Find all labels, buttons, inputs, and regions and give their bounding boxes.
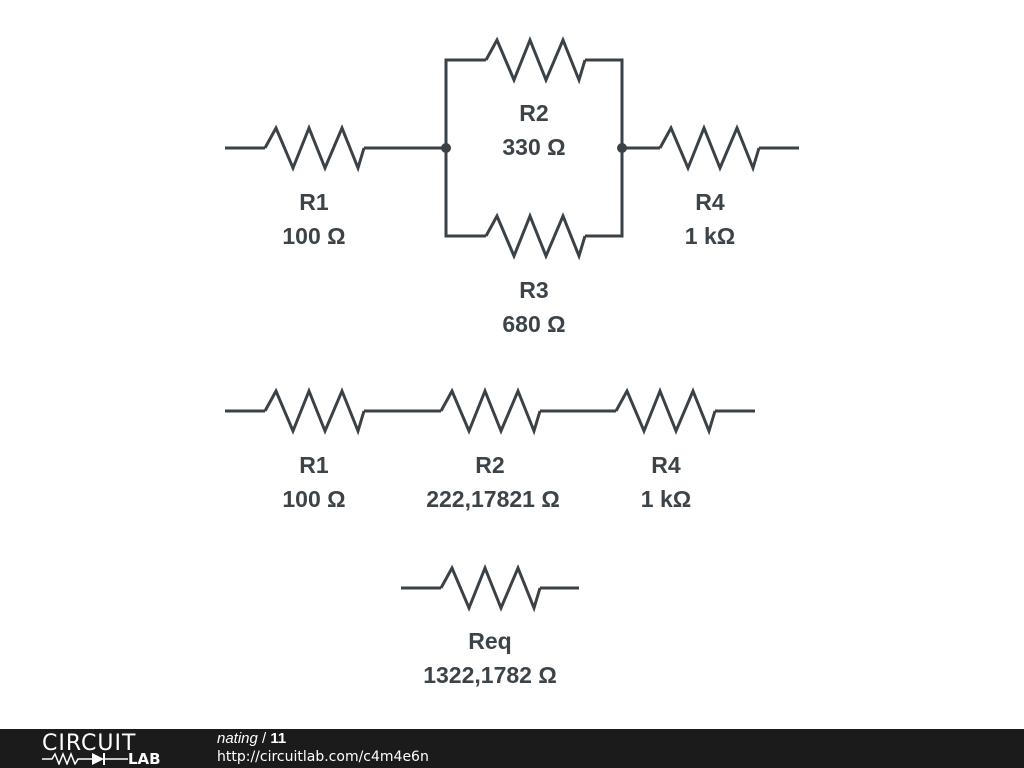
r1-name-label: R1 [299,189,329,215]
series-r2-name-label: R2 [475,452,504,478]
circuit-schematic: R1 100 Ω R2 330 Ω R3 680 Ω R4 1 kΩ R1 10… [225,35,799,688]
r3-value-label: 680 Ω [502,311,565,337]
resistor-req-symbol [439,563,542,613]
equivalent-circuit: Req 1322,1782 Ω [401,563,579,688]
original-circuit: R1 100 Ω R2 330 Ω R3 680 Ω R4 1 kΩ [225,35,799,337]
footer-bar: CIRCUIT LAB nating / 11 http://circuitla… [0,729,1024,768]
r2-name-label: R2 [519,100,548,126]
series-r4-value-label: 1 kΩ [641,486,691,512]
wire-node-a-top [444,58,486,148]
wire-node-b-bottom [585,148,624,238]
resistor-r1-series-symbol [263,386,366,436]
simplified-circuit: R1 100 Ω R2 222,17821 Ω R4 1 kΩ [225,386,755,512]
logo-wordmark: CIRCUIT [42,731,137,756]
r1-value-label: 100 Ω [282,223,345,249]
resistor-r4-symbol [658,123,761,173]
r4-name-label: R4 [695,189,725,215]
wire-node-b-top [585,58,624,148]
series-r1-name-label: R1 [299,452,329,478]
circuit-url[interactable]: http://circuitlab.com/c4m4e6n [217,749,429,765]
resistor-r2-series-symbol [439,386,542,436]
logo-resistor-diode-icon [42,751,128,765]
series-r1-value-label: 100 Ω [282,486,345,512]
r3-name-label: R3 [519,277,548,303]
series-r4-name-label: R4 [651,452,681,478]
series-r2-value-label: 222,17821 Ω [426,486,560,512]
r4-value-label: 1 kΩ [685,223,735,249]
circuit-meta: nating / 11 http://circuitlab.com/c4m4e6… [217,730,429,766]
author-separator: / [257,730,271,747]
wire-node-a-bottom [444,148,486,238]
resistor-r1-symbol [263,123,366,173]
circuitlab-logo[interactable]: CIRCUIT LAB [40,731,180,768]
logo-subword: LAB [128,750,161,768]
author-line: nating / 11 [217,730,429,748]
author-link[interactable]: nating [217,730,258,747]
req-value-label: 1322,1782 Ω [423,662,557,688]
circuit-count[interactable]: 11 [270,730,287,747]
resistor-r2-symbol [484,35,587,85]
r2-value-label: 330 Ω [502,134,565,160]
req-name-label: Req [468,628,511,654]
resistor-r4-series-symbol [614,386,717,436]
resistor-r3-symbol [484,211,587,261]
